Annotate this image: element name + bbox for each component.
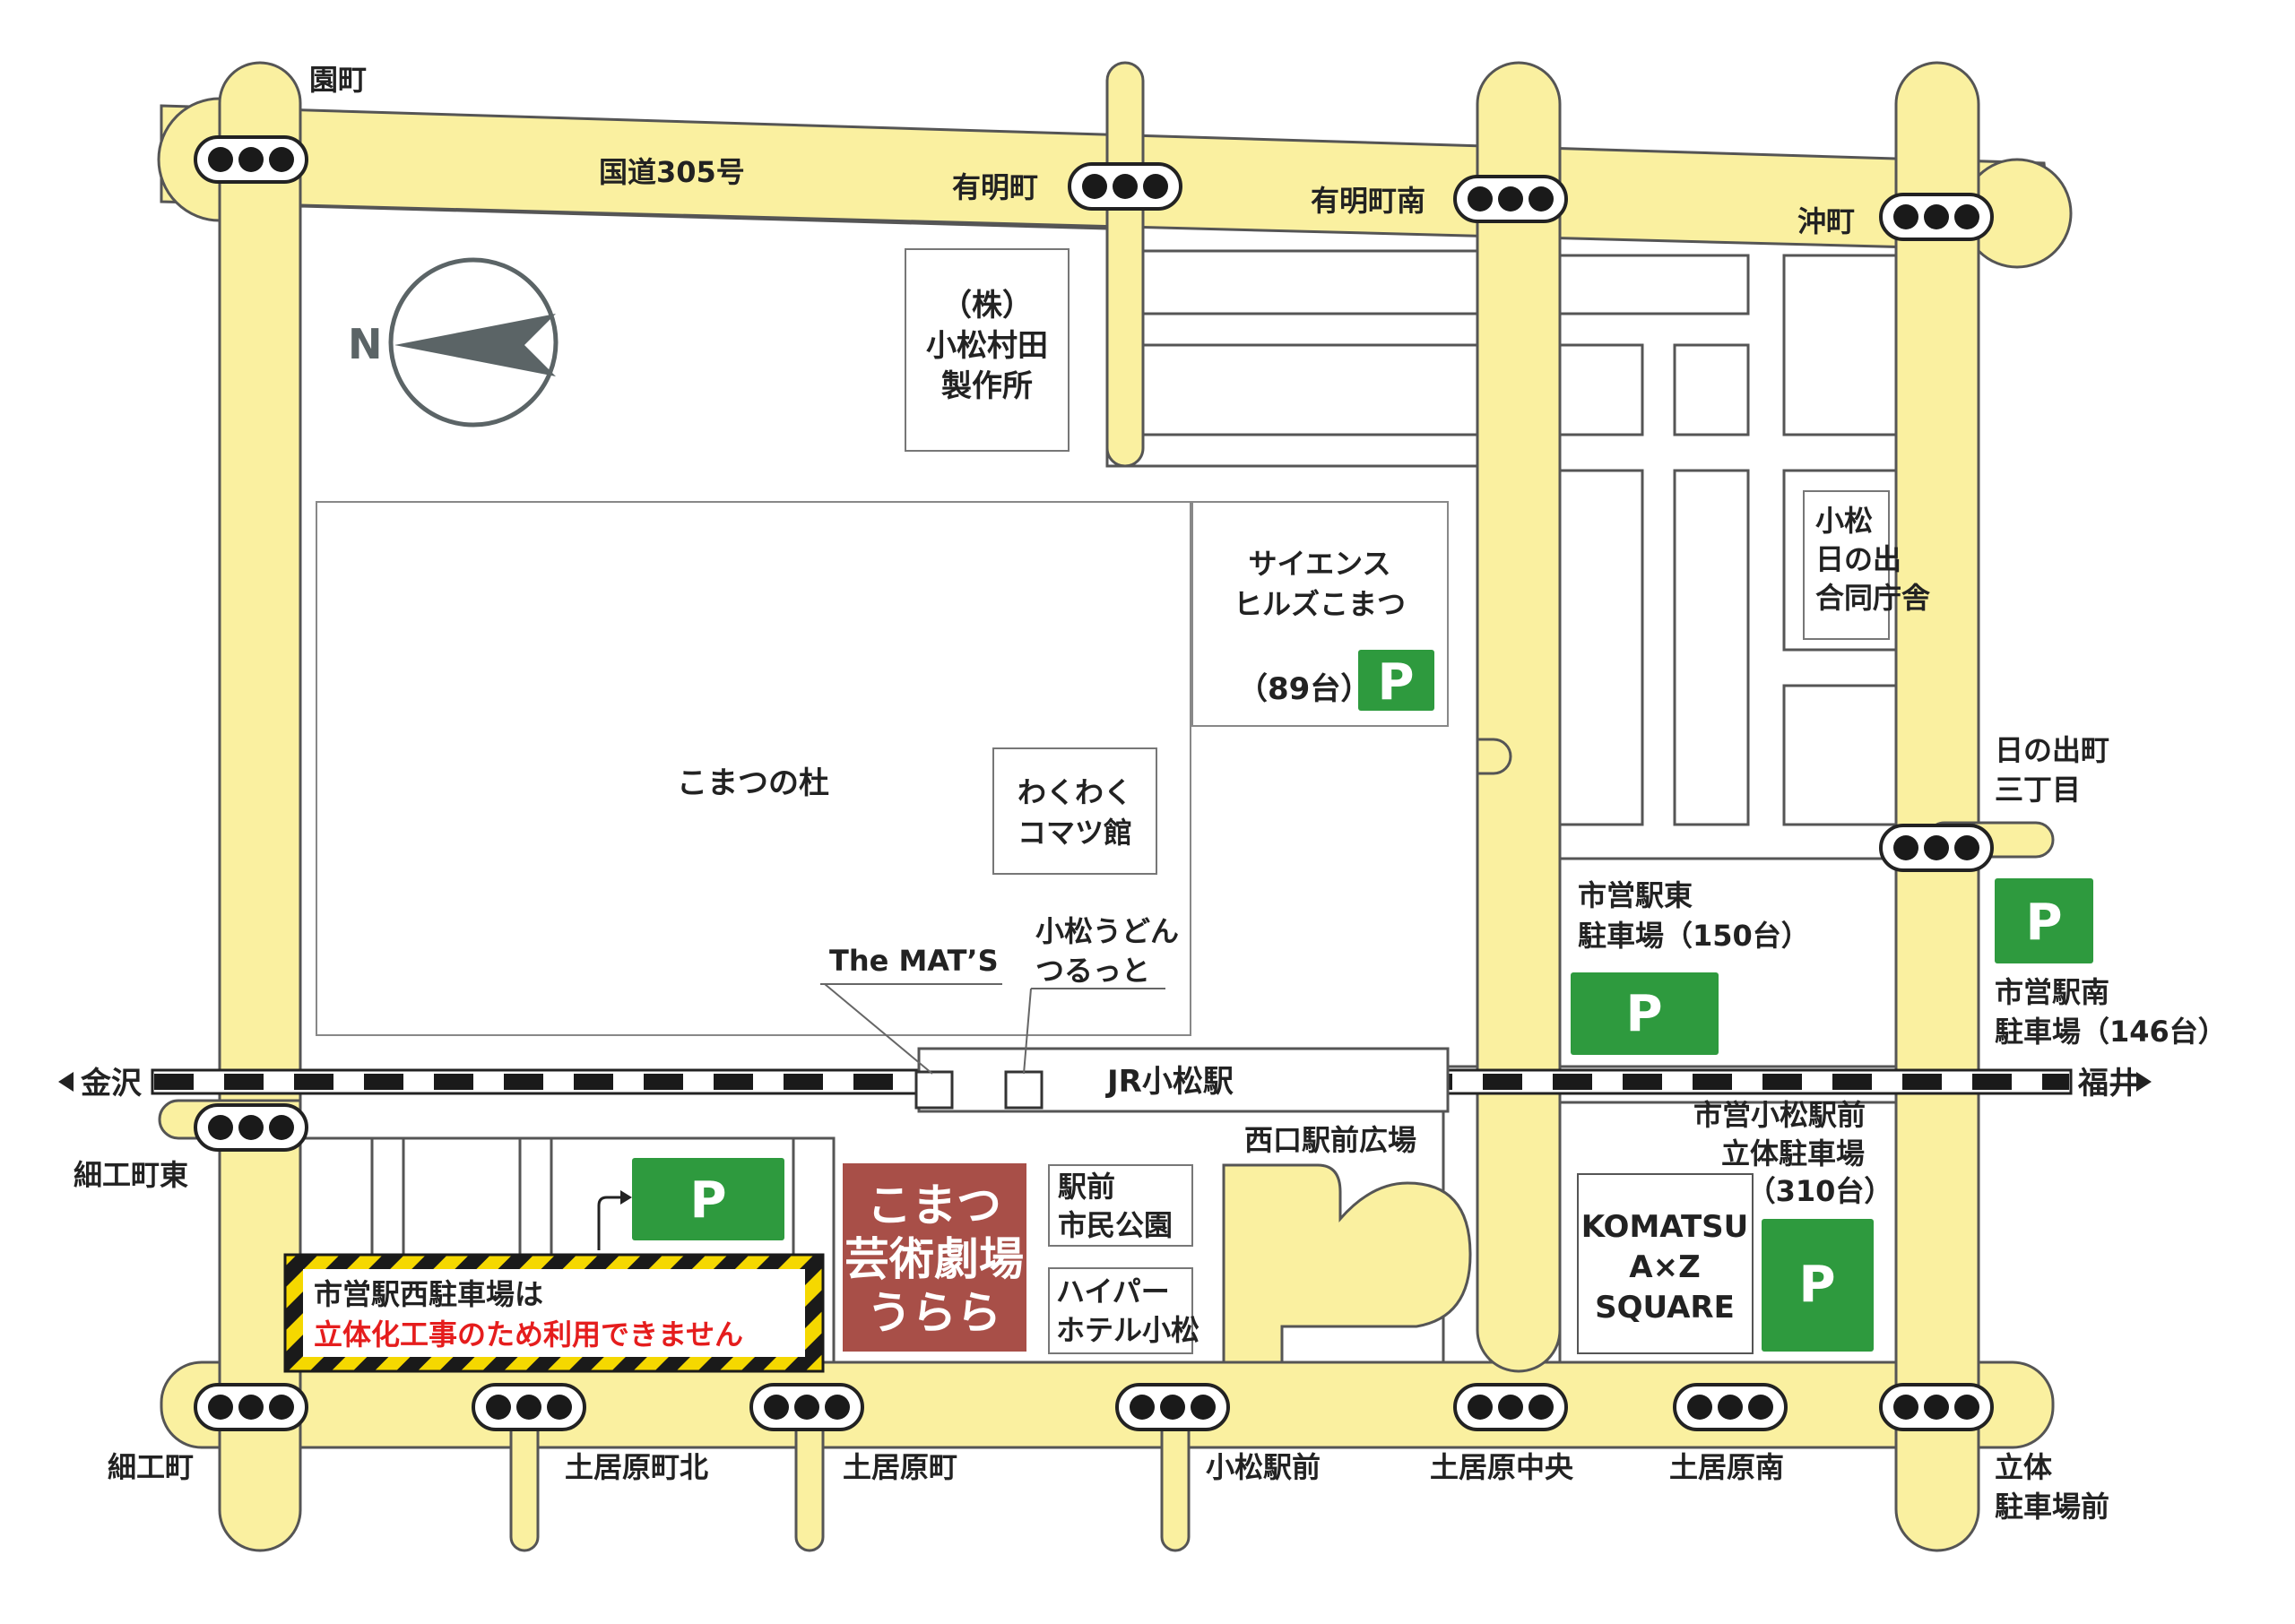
traffic-signal-icon xyxy=(1673,1383,1788,1431)
science-hills-parking-count: （89台） xyxy=(1237,671,1371,707)
udon-line1: 小松うどん xyxy=(1035,914,1179,948)
label-doiharamachi: 土居原町 xyxy=(843,1450,957,1484)
az-square-line2: A×Z xyxy=(1629,1249,1700,1285)
road-v2 xyxy=(1105,61,1145,468)
label-komatsu-ekimae: 小松駅前 xyxy=(1206,1450,1321,1484)
godo-chosha-line3: 合同庁舎 xyxy=(1815,581,1930,615)
godo-chosha-line1: 小松 xyxy=(1815,504,1873,538)
hyper-hotel-line1: ハイパー xyxy=(1056,1274,1170,1309)
hyper-hotel-line2: ホテル小松 xyxy=(1056,1313,1199,1347)
north-arrow-icon xyxy=(394,314,556,376)
nishiguchi-plaza-shape xyxy=(1222,1163,1472,1364)
traffic-signal-icon xyxy=(472,1383,586,1431)
compass-north-label: N xyxy=(348,320,383,368)
label-hinodemachi-line2: 三丁目 xyxy=(1995,773,2081,807)
closure-notice: 市営駅西駐車場は 立体化工事のため利用できません xyxy=(283,1253,825,1373)
udon-line2: つるっと xyxy=(1035,954,1150,988)
traffic-signal-icon xyxy=(1453,1383,1568,1431)
parking-east-line1: 市営駅東 xyxy=(1578,878,1693,912)
parking-rittai xyxy=(1762,1219,1874,1352)
traffic-signal-icon xyxy=(194,1103,308,1152)
parking-south xyxy=(1995,878,2093,963)
parking-rittai-line1: 市営小松駅前 xyxy=(1693,1098,1866,1132)
label-hosokumachi-higashi: 細工町東 xyxy=(74,1158,188,1192)
east-arrow-icon xyxy=(2136,1072,2152,1092)
traffic-signals xyxy=(194,135,1994,1431)
label-ariakemachi-minami: 有明町南 xyxy=(1311,184,1425,218)
label-doihara-chuo: 土居原中央 xyxy=(1430,1450,1574,1484)
parking-rittai-line3: （310台） xyxy=(1747,1174,1893,1208)
ekimae-park-line2: 市民公園 xyxy=(1058,1208,1173,1242)
parking-icon: P xyxy=(1625,985,1662,1043)
science-hills-line1: サイエンス xyxy=(1248,547,1390,581)
traffic-signal-icon xyxy=(1115,1383,1230,1431)
arrow-icon xyxy=(597,1196,628,1250)
parking-south-line2: 駐車場（146台） xyxy=(1995,1015,2227,1049)
notice-line2: 立体化工事のため利用できません xyxy=(314,1317,743,1352)
parking-icon: P xyxy=(1377,653,1414,712)
traffic-signal-icon xyxy=(749,1383,864,1431)
label-doiharamachi-kita: 土居原町北 xyxy=(565,1450,708,1484)
parking-east-line2: 駐車場（150台） xyxy=(1578,919,1810,953)
murata-line1: （株） xyxy=(941,288,1033,324)
traffic-signal-icon xyxy=(1879,824,1994,872)
parking-icon: P xyxy=(689,1171,726,1230)
nishiguchi-plaza-label: 西口駅前広場 xyxy=(1244,1123,1416,1157)
komatsu-art-theater xyxy=(843,1163,1026,1352)
traffic-signal-icon xyxy=(1879,193,1994,241)
parking-icon: P xyxy=(2025,894,2062,952)
traffic-signal-icon xyxy=(1068,162,1182,211)
notice-line1: 市営駅西駐車場は xyxy=(314,1277,543,1311)
station-label: JR小松駅 xyxy=(1105,1064,1234,1100)
wakuwaku-line1: わくわく xyxy=(1018,775,1132,809)
label-rittai-line1: 立体 xyxy=(1995,1450,2052,1484)
science-hills-line2: ヒルズこまつ xyxy=(1234,587,1406,621)
traffic-signal-icon xyxy=(1879,1383,1994,1431)
the-mats-label: The MAT’S xyxy=(829,944,999,978)
komatsu-no-mori-label: こまつの杜 xyxy=(677,765,829,801)
label-doihara-minami: 土居原南 xyxy=(1669,1450,1784,1484)
railway-west-label: 金沢 xyxy=(80,1066,143,1101)
parking-lots: 市営駅東 駐車場（150台） P P 市営駅南 駐車場（146台） 市営小松駅前… xyxy=(597,878,2227,1352)
label-hosokumachi: 細工町 xyxy=(108,1450,194,1484)
label-hinodemachi-line1: 日の出町 xyxy=(1995,733,2109,767)
compass: N xyxy=(348,257,559,428)
theater-line1: こまつ xyxy=(867,1179,1001,1231)
road-v3 xyxy=(1476,61,1562,1373)
label-ariakemachi: 有明町 xyxy=(952,170,1038,204)
railway-east-label: 福井 xyxy=(2077,1066,2139,1101)
label-okimachi: 沖町 xyxy=(1797,204,1855,238)
buildings: （株） 小松村田 製作所 こまつの杜 サイエンス ヒルズこまつ （89台） P … xyxy=(316,248,1930,1364)
wakuwaku-line2: コマツ館 xyxy=(1018,816,1132,850)
route305-label: 国道305号 xyxy=(599,155,745,189)
label-rittai-line2: 駐車場前 xyxy=(1995,1490,2109,1524)
theater-line3: うらら xyxy=(867,1287,1001,1339)
west-arrow-icon xyxy=(58,1072,74,1092)
parking-icon: P xyxy=(1798,1256,1835,1314)
ekimae-park-line1: 駅前 xyxy=(1058,1170,1115,1204)
traffic-signal-icon xyxy=(194,135,308,184)
parking-west xyxy=(632,1158,784,1240)
murata-line2: 小松村田 xyxy=(926,328,1048,364)
science-hills-parking xyxy=(1358,650,1434,711)
az-square-line3: SQUARE xyxy=(1595,1290,1735,1326)
az-square-line1: KOMATSU xyxy=(1581,1209,1749,1245)
parking-rittai-line2: 立体駐車場 xyxy=(1721,1136,1865,1170)
theater-line2: 芸術劇場 xyxy=(844,1233,1024,1285)
godo-chosha-line2: 日の出 xyxy=(1815,542,1901,576)
murata-line3: 製作所 xyxy=(941,368,1033,404)
label-sonomachi: 園町 xyxy=(309,63,367,97)
intersection-labels: 国道305号 園町 有明町 有明町南 沖町 日の出町 三丁目 細工町東 細工町 … xyxy=(74,63,2109,1524)
railway: 金沢 福井 JR小松駅 xyxy=(58,1047,2152,1113)
parking-east xyxy=(1571,972,1719,1055)
traffic-signal-icon xyxy=(1453,175,1568,223)
parking-south-line1: 市営駅南 xyxy=(1995,975,2109,1009)
road-east xyxy=(1894,61,1980,1552)
traffic-signal-icon xyxy=(194,1383,308,1431)
